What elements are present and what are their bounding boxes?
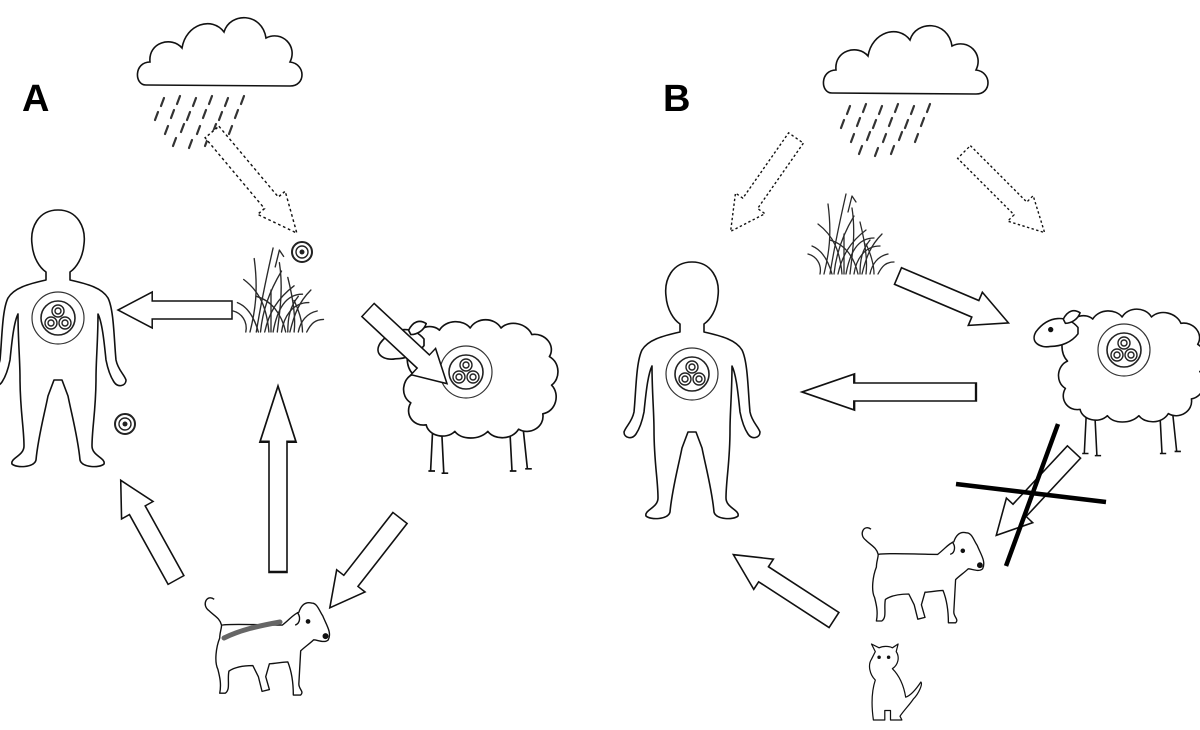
arrow-grass-to-sheep xyxy=(890,258,1017,341)
cyst-icon xyxy=(439,345,493,399)
arrow-dog-to-grass xyxy=(258,384,298,574)
grass-icon xyxy=(807,193,895,275)
dog-icon xyxy=(861,527,985,624)
arrow-sheep-to-human xyxy=(800,372,978,412)
egg-icon xyxy=(291,241,313,263)
block-cross-icon xyxy=(955,423,1107,567)
dog-icon xyxy=(204,597,331,696)
tapeworm-icon xyxy=(221,619,283,641)
arrow-dog-to-human xyxy=(104,470,193,590)
panel-a xyxy=(0,16,559,696)
cyst-icon xyxy=(31,291,85,345)
panel-label-a: A xyxy=(22,78,50,120)
arrow-rain-to-human xyxy=(715,126,812,243)
arrow-dog-to-human xyxy=(722,538,845,636)
arrow-rain-to-sheep xyxy=(950,138,1059,247)
arrow-grass-to-human xyxy=(117,291,233,329)
cyst-icon xyxy=(1097,323,1151,377)
cyst-icon xyxy=(665,347,719,401)
panel-label-b: B xyxy=(663,78,691,120)
cat-icon xyxy=(868,643,923,721)
rain-cloud-icon xyxy=(822,24,990,158)
panel-b xyxy=(623,24,1200,721)
arrow-sheep-to-dog xyxy=(314,506,415,620)
egg-icon xyxy=(114,413,136,435)
arrow-rain-to-grass xyxy=(197,119,312,246)
grass-icon xyxy=(232,247,325,333)
